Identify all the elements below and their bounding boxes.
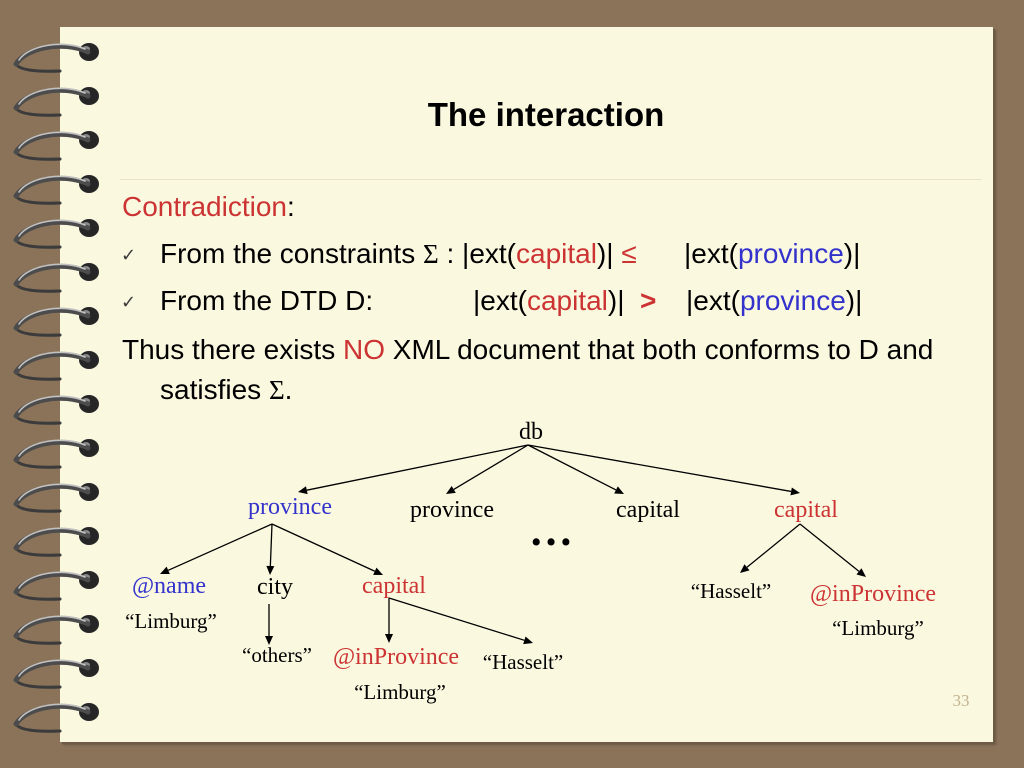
conclusion-lead: Thus there exists: [122, 334, 343, 365]
edge-province-capital: [271, 523, 376, 572]
edge-db-province-b: [453, 444, 529, 490]
constraints-rhs-close: )|: [843, 238, 861, 269]
sigma-symbol: Σ: [422, 239, 439, 269]
dtd-rhs-close: )|: [845, 285, 863, 316]
conclusion-period: .: [284, 374, 293, 405]
edge-capital-b-value: [746, 523, 801, 568]
tree-node-province-b: province: [410, 497, 494, 523]
dtd-lead: From the DTD D:: [160, 285, 374, 316]
spiral-ring: [13, 87, 99, 117]
tree-node-city: city: [257, 574, 293, 600]
tree-node-province-a: province: [248, 494, 332, 520]
spiral-binding: [13, 43, 99, 733]
spiral-ring: [13, 131, 99, 161]
spiral-ring: [13, 307, 99, 337]
arrowhead: [740, 564, 750, 573]
dtd-lhs-open: |ext(: [473, 285, 527, 316]
conclusion-negation: NO: [342, 334, 385, 365]
dtd-province: province: [739, 285, 846, 316]
arrowhead: [790, 487, 800, 496]
dtd-rhs-open: |ext(: [686, 285, 740, 316]
conclusion-line-1: Thus there exists NO XML document that b…: [122, 334, 933, 366]
tree-value-nested-inprovince: “Limburg”: [354, 680, 446, 704]
title-divider: [120, 179, 982, 180]
arrowhead: [265, 636, 273, 645]
arrowhead: [160, 566, 170, 574]
tree-value-name: “Limburg”: [125, 609, 217, 633]
spiral-ring: [13, 395, 99, 425]
constraints-ext-close: )|: [596, 238, 622, 269]
constraints-rhs-open: |ext(: [684, 238, 738, 269]
edge-capital-value: [388, 597, 525, 641]
arrowhead: [373, 567, 383, 575]
contradiction-heading: Contradiction :: [122, 191, 295, 223]
arrowhead: [385, 634, 393, 643]
tree-value-city: “others”: [242, 643, 312, 667]
arrowhead: [298, 486, 308, 495]
arrowhead: [523, 636, 533, 645]
tree-value-capital-b-inprovince: “Limburg”: [832, 616, 924, 640]
spiral-ring: [13, 615, 99, 645]
tree-edges: [160, 444, 866, 645]
tree-value-nested-capital: “Hasselt”: [483, 650, 563, 674]
arrowhead: [446, 485, 456, 494]
constraints-line-lhs: From the constraints Σ : |ext( capital )…: [160, 238, 637, 270]
arrowhead: [266, 565, 275, 575]
spiral-ring: [13, 219, 99, 249]
tree-node-db: db: [519, 419, 543, 445]
conclusion-line2-lead: satisfies: [160, 374, 269, 405]
edge-db-province-a: [306, 444, 529, 491]
dtd-line-rhs: |ext( province )|: [686, 285, 862, 317]
spiral-ring: [13, 43, 99, 73]
spiral-ring: [13, 703, 99, 733]
constraints-lead: From the constraints: [160, 238, 423, 269]
tree-ellipsis: …: [529, 506, 573, 555]
arrowhead: [614, 486, 624, 494]
dtd-capital: capital: [526, 285, 608, 316]
spiral-ring: [13, 659, 99, 689]
contradiction-colon: :: [286, 191, 295, 222]
spiral-ring: [13, 483, 99, 513]
tree-node-nested-capital: capital: [362, 573, 426, 599]
arrowhead: [856, 568, 866, 577]
spiral-ring: [13, 527, 99, 557]
dtd-lhs-close: )|: [607, 285, 641, 316]
spiral-ring: [13, 175, 99, 205]
sigma-symbol: Σ: [268, 375, 285, 405]
spiral-ring: [13, 351, 99, 381]
dtd-line-lead: From the DTD D:: [160, 285, 373, 317]
tree-node-capital-b: capital: [774, 497, 838, 523]
edge-capital-b-inprovince: [799, 523, 860, 572]
slide-title: The interaction: [427, 96, 665, 133]
check-icon: ✓: [121, 292, 137, 313]
spiral-ring: [13, 571, 99, 601]
tree-value-capital-b: “Hasselt”: [691, 579, 771, 603]
conclusion-rest: XML document that both conforms to D and: [384, 334, 934, 365]
constraints-capital: capital: [516, 238, 597, 269]
check-icon: ✓: [121, 245, 137, 266]
tree-node-name-attr: @name: [132, 573, 206, 599]
constraints-ext-open: : |ext(: [438, 238, 516, 269]
constraints-province: province: [737, 238, 844, 269]
page-number: 33: [952, 691, 970, 710]
edge-db-capital-a: [527, 444, 617, 491]
spiral-ring: [13, 263, 99, 293]
tree-node-nested-inprovince: @inProvince: [333, 644, 459, 670]
contradiction-term: Contradiction: [122, 191, 287, 222]
constraints-operator: ≤: [621, 238, 637, 269]
slide-paper: [60, 27, 993, 742]
edge-db-capital-b: [527, 444, 792, 493]
edge-province-city: [269, 523, 273, 567]
tree-node-capital-b-inprovince: @inProvince: [810, 581, 936, 607]
tree-node-capital-a: capital: [616, 497, 680, 523]
spiral-ring: [13, 439, 99, 469]
conclusion-line-2: satisfies Σ .: [160, 374, 292, 406]
dtd-line-lhs: |ext( capital )| >: [473, 285, 656, 317]
edge-province-name: [167, 523, 273, 571]
dtd-operator: >: [640, 285, 657, 316]
constraints-line-rhs: |ext( province )|: [684, 238, 860, 270]
